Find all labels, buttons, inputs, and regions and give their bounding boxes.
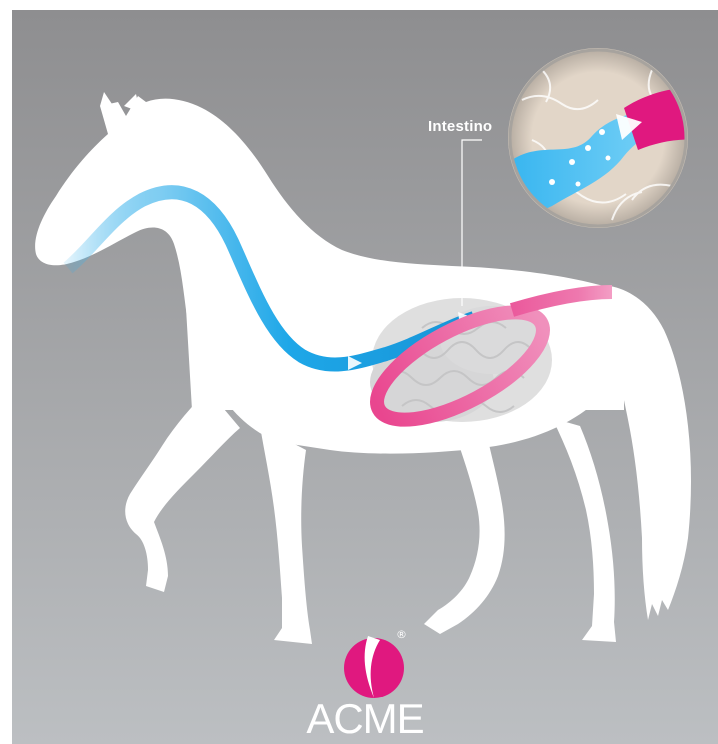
registered-mark: ® <box>396 628 407 641</box>
diagram-illustration <box>12 10 718 744</box>
intestine-label: Intestino <box>428 118 492 135</box>
diagram-panel: Intestino ® ACME <box>12 10 718 744</box>
brand-name: ACME <box>12 698 718 740</box>
